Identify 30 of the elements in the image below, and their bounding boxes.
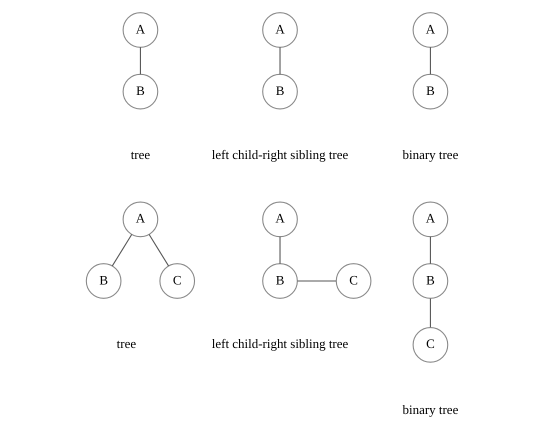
label: left child-right sibling tree xyxy=(211,336,348,352)
label: binary tree xyxy=(402,146,458,162)
node-circle: C xyxy=(335,263,371,299)
node-circle: B xyxy=(85,263,121,299)
node-circle: A xyxy=(122,201,158,238)
node-circle: A xyxy=(412,12,448,48)
node-circle: A xyxy=(262,12,298,48)
connector xyxy=(429,298,430,328)
connector xyxy=(278,47,280,74)
node-circle: A xyxy=(412,201,448,238)
label: tree xyxy=(130,146,150,162)
connector xyxy=(111,234,132,266)
node-circle: B xyxy=(412,74,448,110)
connector xyxy=(278,236,280,264)
connector xyxy=(297,280,336,282)
node-circle: A xyxy=(262,201,298,238)
connector xyxy=(429,236,430,264)
connector xyxy=(148,234,169,266)
node-circle: C xyxy=(412,327,448,363)
node-circle: B xyxy=(262,74,298,110)
label: tree xyxy=(116,336,136,352)
node-circle: B xyxy=(262,263,298,299)
label: binary tree xyxy=(402,402,458,418)
label: left child-right sibling tree xyxy=(211,146,348,162)
connector xyxy=(429,47,430,74)
connector xyxy=(139,47,140,74)
node-circle: B xyxy=(412,263,448,299)
node-circle: A xyxy=(122,12,158,48)
node-circle: B xyxy=(122,74,158,110)
node-circle: C xyxy=(158,263,195,299)
